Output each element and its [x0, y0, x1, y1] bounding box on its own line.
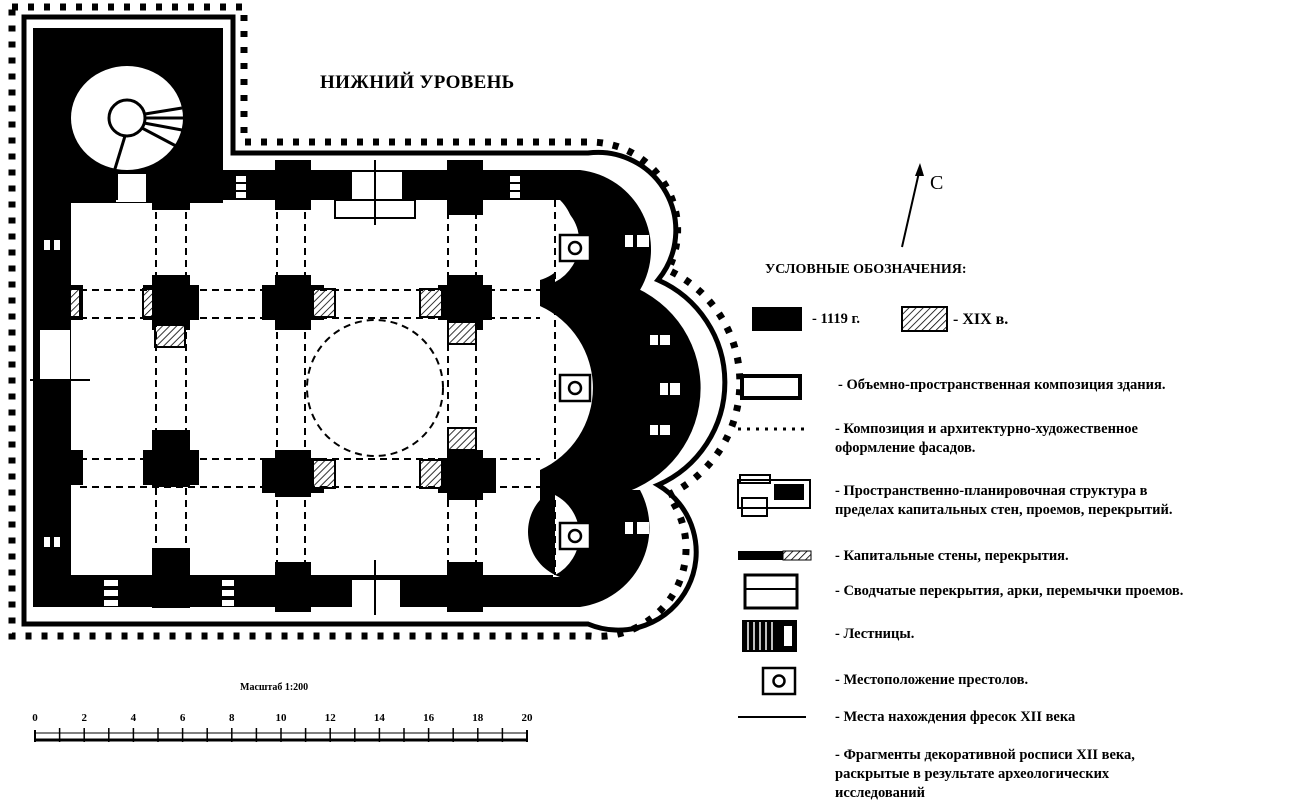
scale-title: Масштаб 1:200	[240, 682, 309, 693]
piers	[33, 160, 496, 612]
scale-tick-label: 12	[324, 712, 336, 724]
scale-tick-label: 8	[229, 712, 235, 724]
outer-wall-line	[21, 14, 728, 633]
legend-item: - Пространственно-планировочная структур…	[835, 483, 1173, 518]
legend-item: - Композиция и архитектурно-художественн…	[835, 421, 1138, 456]
vault-lines	[80, 200, 556, 575]
facade-outline	[8, 3, 744, 640]
legend-symbols	[737, 306, 948, 718]
legend-item: - Объемно-пространственная композиция зд…	[838, 377, 1166, 393]
legend-item: - Местоположение престолов.	[835, 672, 1029, 688]
capital-walls	[33, 170, 701, 607]
scale-tick-label: 6	[179, 712, 186, 724]
legend-item: - Капитальные стены, перекрытия.	[835, 548, 1069, 564]
legend-1119: - 1119 г.	[812, 311, 861, 327]
scale-tick-label: 20	[521, 712, 533, 724]
plan-title: НИЖНИЙ УРОВЕНЬ	[320, 72, 515, 93]
scale-bar	[34, 728, 528, 742]
scale-tick-label: 18	[472, 712, 484, 724]
scale-tick-label: 4	[130, 712, 137, 724]
altars	[558, 233, 592, 551]
scale-tick-label: 10	[275, 712, 287, 724]
legend-item: - Места нахождения фресок XII века	[835, 709, 1076, 725]
legend-title: УСЛОВНЫЕ ОБОЗНАЧЕНИЯ:	[765, 262, 967, 277]
legend-xix: - XIX в.	[953, 311, 1009, 328]
scale-tick-label: 16	[423, 712, 435, 724]
scale-tick-label: 2	[81, 712, 87, 724]
scale-tick-label: 0	[32, 712, 38, 724]
legend-item: - Лестницы.	[835, 626, 915, 642]
north-arrow-icon	[901, 163, 924, 248]
scale-tick-label: 14	[373, 712, 385, 724]
north-label: С	[930, 172, 944, 194]
legend-item: - Фрагменты декоративной росписи XII век…	[835, 747, 1135, 801]
legend-item: - Сводчатые перекрытия, арки, перемычки …	[835, 583, 1184, 599]
